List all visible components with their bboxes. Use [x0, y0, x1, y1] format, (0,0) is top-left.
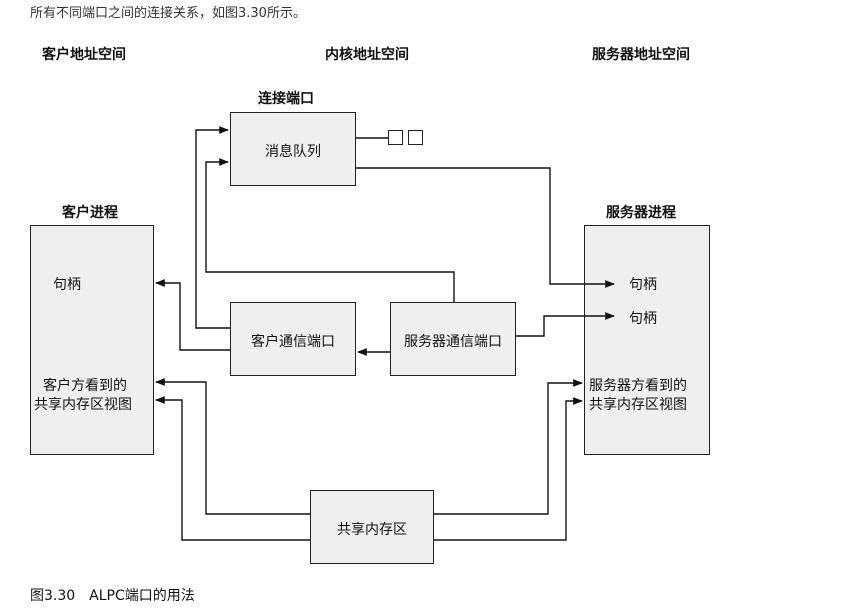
server-comm-port-label: 服务器通信端口	[404, 334, 502, 350]
client-view-label-line1: 客户方看到的	[43, 378, 127, 394]
shared-to-client-view-arrow-2	[155, 396, 310, 541]
shared-to-server-view-arrow-1	[434, 379, 583, 515]
client-port-to-handle-arrow	[155, 279, 230, 351]
queue-message-slot	[388, 130, 403, 145]
header-kernel-address-space: 内核地址空间	[325, 47, 409, 63]
server-port-to-handle-arrow	[516, 312, 615, 337]
server-process-title: 服务器进程	[606, 205, 676, 221]
header-server-address-space: 服务器地址空间	[592, 47, 690, 63]
client-comm-port-label: 客户通信端口	[251, 334, 335, 350]
header-client-address-space: 客户地址空间	[42, 47, 126, 63]
shared-section-label: 共享内存区	[337, 522, 407, 538]
connection-port-title: 连接端口	[258, 91, 314, 107]
server-process-box: 句柄 句柄 服务器方看到的 共享内存区视图	[584, 225, 710, 455]
server-comm-port-box: 服务器通信端口	[390, 302, 516, 376]
client-process-title: 客户进程	[62, 205, 118, 221]
client-handle-label: 句柄	[53, 277, 81, 293]
figure-caption: 图3.30 ALPC端口的用法	[30, 588, 195, 604]
message-queue-label: 消息队列	[265, 144, 321, 160]
server-port-to-connection-arrow	[205, 158, 455, 302]
server-view-label-line2: 共享内存区视图	[589, 397, 687, 413]
server-handle-2-label: 句柄	[629, 311, 657, 327]
queue-message-slot	[408, 130, 423, 145]
server-view-label-line1: 服务器方看到的	[589, 378, 687, 394]
client-view-label-line2: 共享内存区视图	[34, 397, 132, 413]
shared-to-client-view-arrow-1	[155, 378, 310, 515]
top-text-snippet: 所有不同端口之间的连接关系，如图3.30所示。	[30, 6, 306, 21]
client-port-to-connection-arrow	[195, 126, 230, 329]
connection-port-box: 消息队列	[230, 112, 356, 186]
shared-section-box: 共享内存区	[310, 490, 434, 564]
connection-to-server-handle-arrow	[356, 167, 615, 288]
client-process-box: 句柄 客户方看到的 共享内存区视图	[30, 225, 154, 455]
client-comm-port-box: 客户通信端口	[230, 302, 356, 376]
shared-to-server-view-arrow-2	[434, 397, 583, 541]
server-handle-1-label: 句柄	[629, 277, 657, 293]
